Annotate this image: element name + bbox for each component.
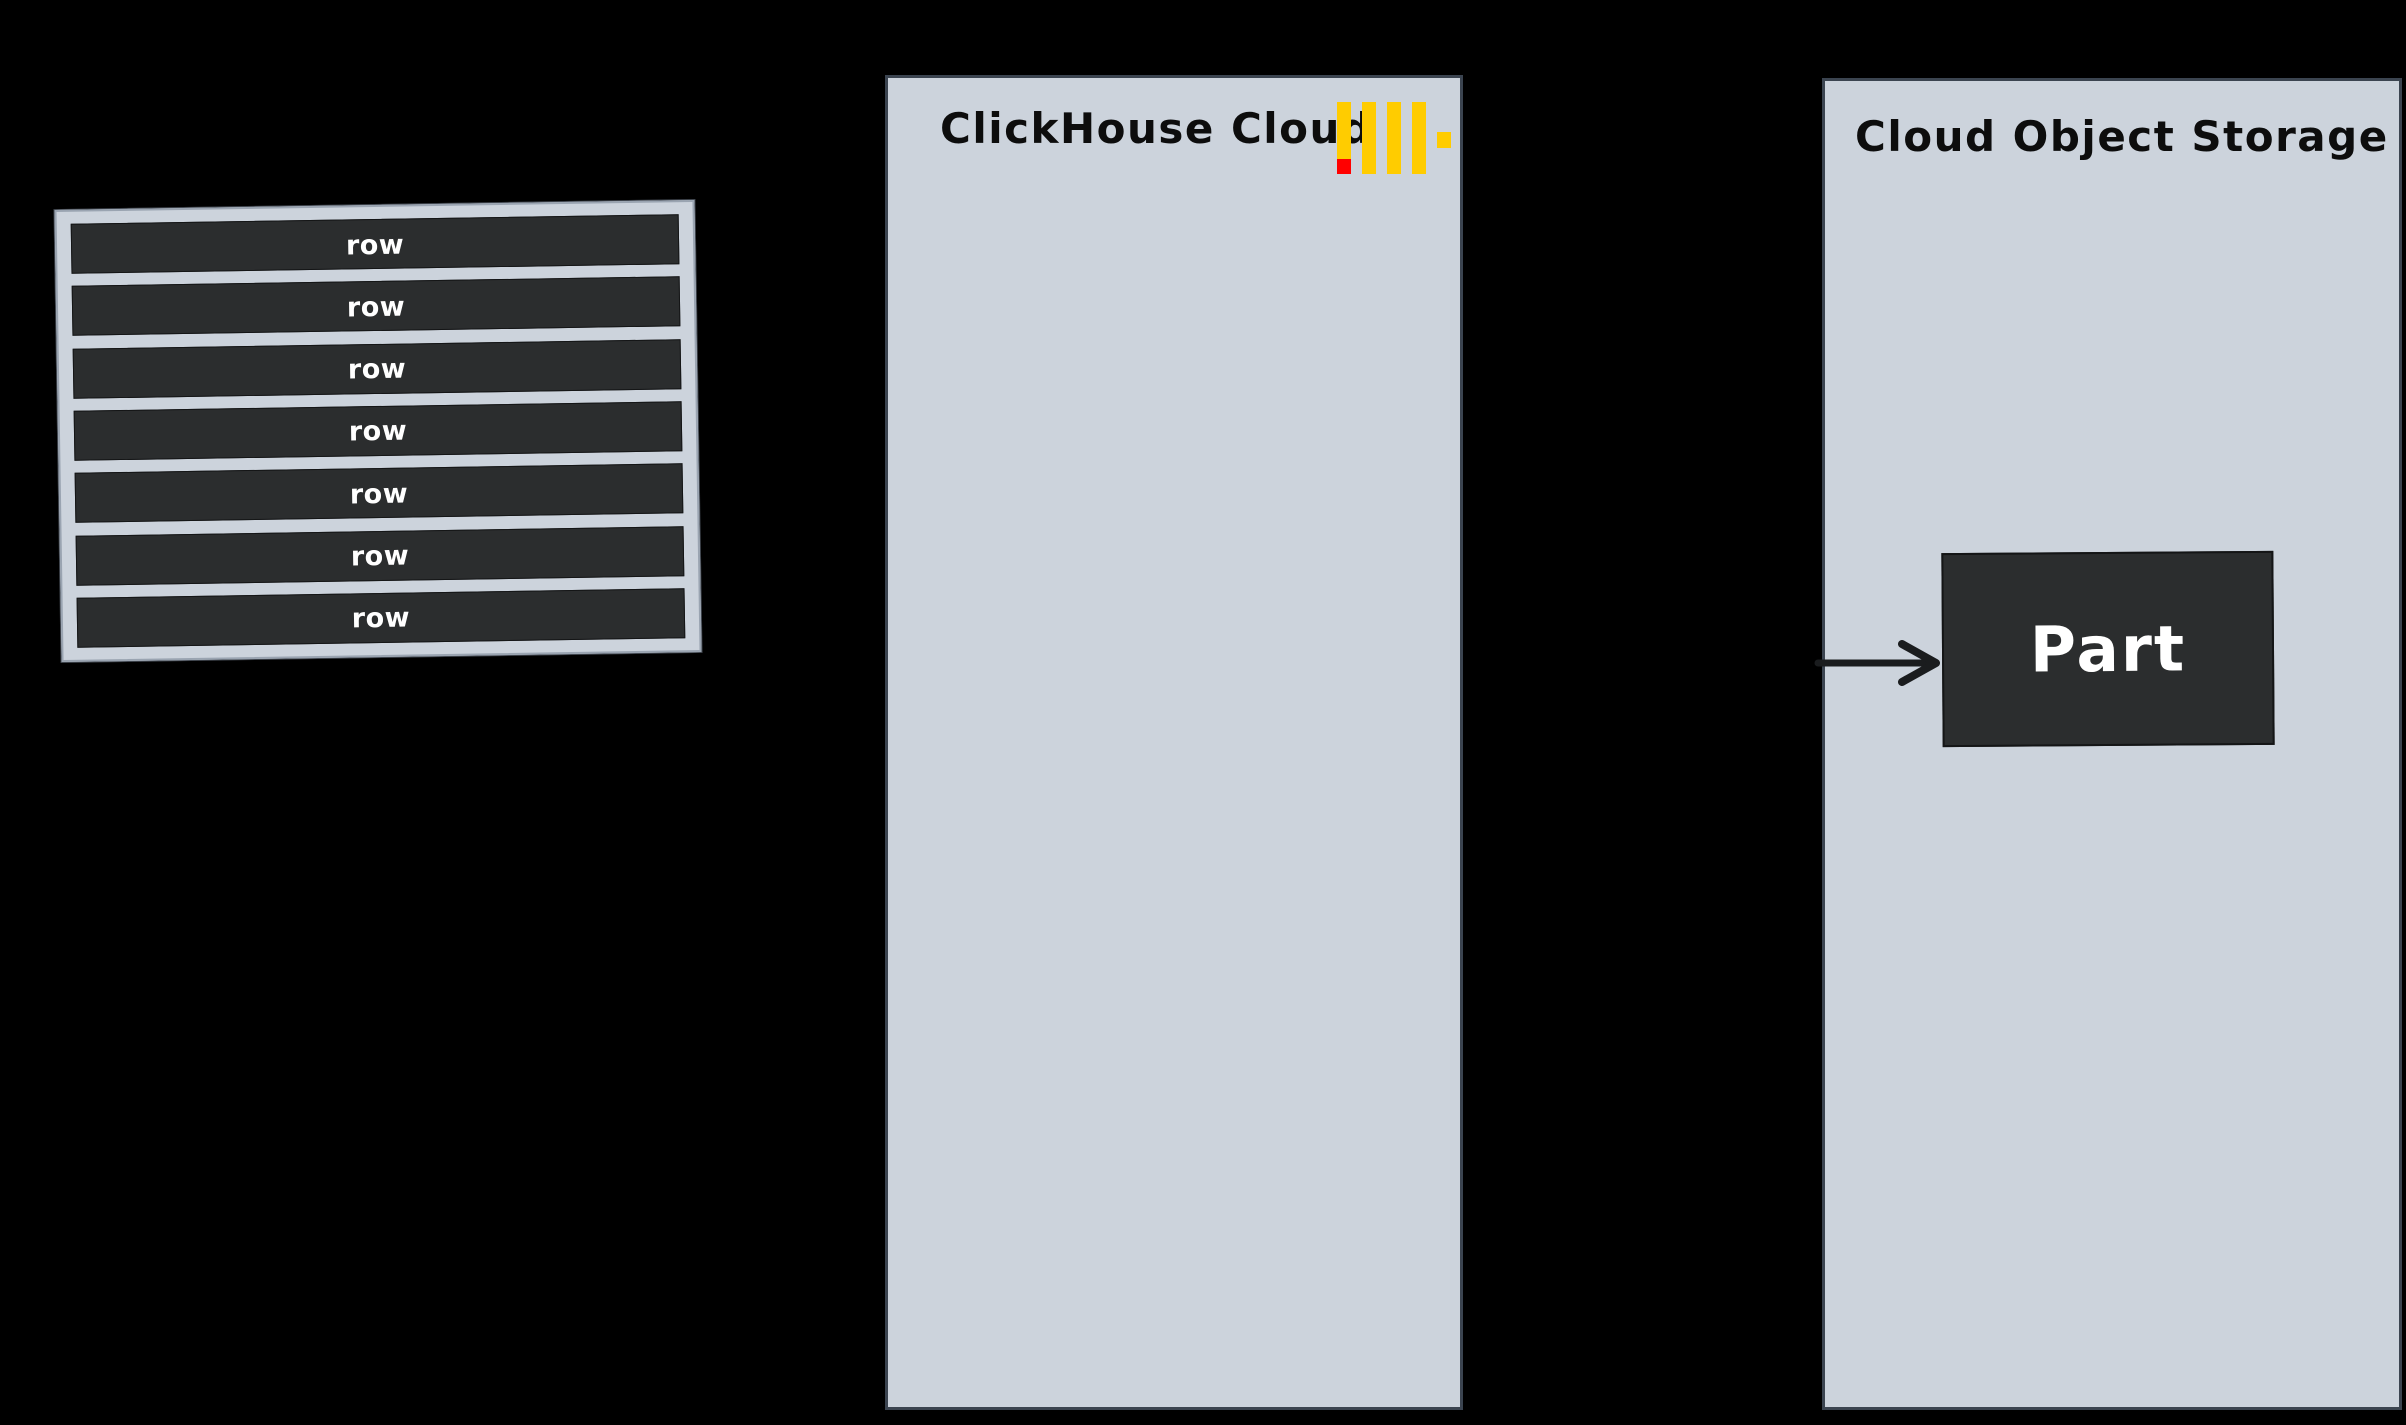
row-bar: row — [70, 214, 680, 274]
clickhouse-logo-bar — [1337, 102, 1351, 174]
row-bar: row — [76, 588, 686, 648]
clickhouse-cloud-panel — [885, 75, 1463, 1410]
row-bar: row — [72, 338, 682, 399]
row-bar: row — [71, 276, 681, 337]
row-label: row — [345, 229, 405, 261]
part-label: Part — [2029, 611, 2187, 687]
clickhouse-logo-dot — [1437, 132, 1451, 148]
row-bar: row — [73, 401, 683, 461]
row-label: row — [348, 416, 408, 448]
rows-block: row row row row row row row — [54, 200, 702, 662]
row-label: row — [351, 602, 411, 635]
part-box: Part — [1941, 550, 2275, 748]
clickhouse-logo-bar — [1412, 102, 1426, 174]
row-label: row — [349, 478, 409, 511]
clickhouse-logo-bar — [1387, 102, 1401, 174]
row-label: row — [347, 353, 407, 386]
ingest-arrow-icon — [1810, 630, 1950, 696]
clickhouse-logo-icon — [1337, 102, 1451, 174]
row-label: row — [350, 540, 410, 573]
row-bar: row — [75, 525, 685, 586]
row-label: row — [346, 291, 406, 324]
clickhouse-cloud-title: ClickHouse Cloud — [940, 104, 1373, 153]
cloud-object-storage-title: Cloud Object Storage — [1855, 112, 2389, 161]
row-bar: row — [74, 463, 684, 524]
clickhouse-logo-accent — [1337, 159, 1351, 174]
clickhouse-logo-bar — [1362, 102, 1376, 174]
